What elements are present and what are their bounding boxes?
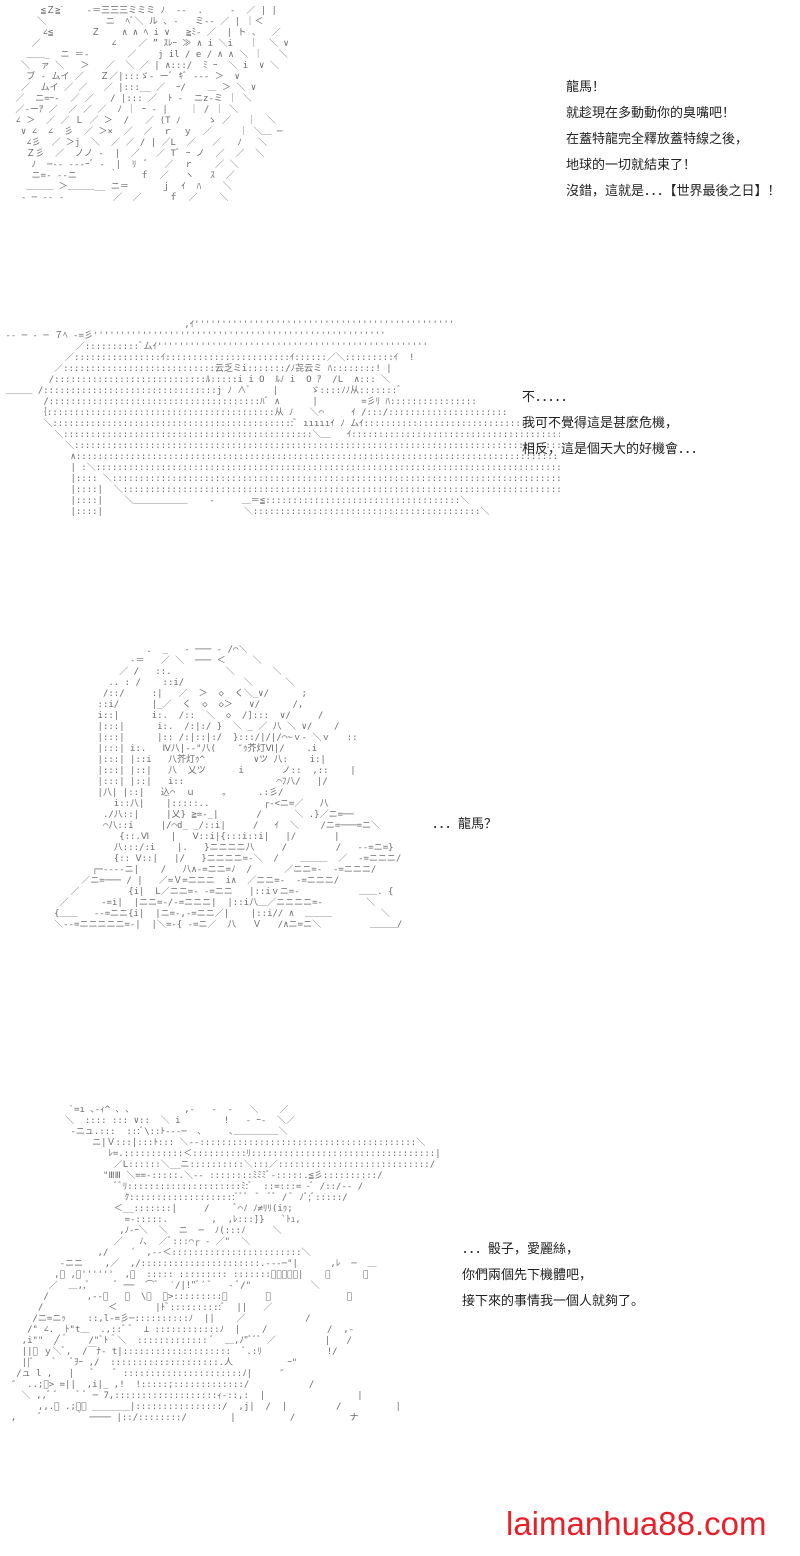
panel-4: ｀ `=ı ､-ｨ^ ､ ､ ,- ‐ ‐ ＼ ／ ＼ :::: ::: ∨::… [0, 1100, 800, 1556]
site-watermark: laimanhua88.com [506, 1505, 767, 1542]
dialogue-line: 不．．．．． [522, 390, 575, 405]
dialogue-line: ．．．骰子，愛麗絲， [462, 1242, 580, 1257]
dialogue-line: 接下來的事情我一個人就夠了。 [462, 1294, 645, 1309]
dialogue-block: ．．．骰子，愛麗絲， 你們兩個先下機體吧， 接下來的事情我一個人就夠了。 [462, 1237, 644, 1315]
dialogue-line: 就趁現在多動動你的臭嘴吧！ [566, 106, 736, 121]
dialogue-line: 沒錯，這就是．．．【世界最後之日】！ [566, 184, 781, 199]
dialogue-line: 相反，這是個天大的好機會．．． [522, 442, 705, 457]
panel-3: . _ ‐ ─── ‐ /⌒＼ ‐＝ ／ ＼ ─── ＜ ＼ ／ / ::. ＼… [0, 640, 800, 1090]
dialogue-line: 龍馬！ [566, 80, 606, 95]
panel-2: ,ｲ''''''''''''''''''''''''''''''''''''''… [0, 310, 800, 630]
ascii-art-girl-portrait: . _ ‐ ─── ‐ /⌒＼ ‐＝ ／ ＼ ─── ＜ ＼ ／ / ::. ＼… [54, 645, 403, 930]
ascii-art-ryoma-figure: ｀ `=ı ､-ｨ^ ､ ､ ,- ‐ ‐ ＼ ／ ＼ :::: ::: ∨::… [10, 1105, 441, 1423]
dialogue-block: ．．．龍馬？ [432, 812, 497, 838]
dialogue-block: 龍馬！ 就趁現在多動動你的臭嘴吧！ 在蓋特龍完全釋放蓋特線之後， 地球的一切就結… [566, 75, 781, 205]
panel-1: ｀≦Ｚ≧ﾞ ‐＝三三三ミミミ ﾉ ‐- . ‐ ／ | | ＼ ニ ﾍﾞ＼ ル … [0, 0, 800, 300]
ascii-art-gaint-dragon-scene: ｀≦Ｚ≧ﾞ ‐＝三三三ミミミ ﾉ ‐- . ‐ ／ | | ＼ ニ ﾍﾞ＼ ル … [15, 6, 289, 203]
ascii-art-ryoma-face: ,ｲ''''''''''''''''''''''''''''''''''''''… [5, 320, 560, 517]
dialogue-line: 地球的一切就結束了！ [566, 158, 697, 173]
dialogue-line: 你們兩個先下機體吧， [462, 1268, 593, 1283]
dialogue-line: 我可不覺得這是甚麼危機， [522, 416, 679, 431]
dialogue-line: 在蓋特龍完全釋放蓋特線之後， [566, 132, 749, 147]
dialogue-block: 不．．．．． 我可不覺得這是甚麼危機， 相反，這是個天大的好機會．．． [522, 385, 704, 463]
dialogue-line: ．．．龍馬？ [432, 817, 498, 832]
